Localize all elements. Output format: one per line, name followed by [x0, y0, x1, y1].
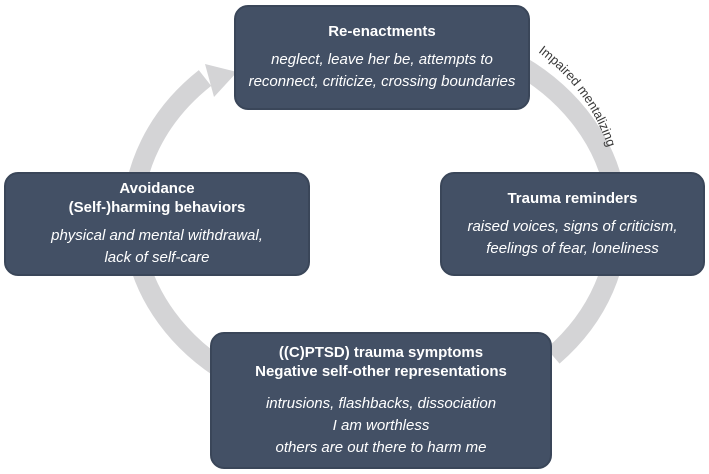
node-title: Negative self-other representations [255, 362, 507, 380]
node-title: Avoidance [119, 180, 195, 197]
node-detail: I am worthless [332, 416, 430, 434]
node-reenactments: Re-enactments neglect, leave her be, att… [234, 5, 530, 110]
node-detail: physical and mental withdrawal, [51, 227, 263, 244]
node-title: (Self-)harming behaviors [68, 199, 246, 216]
node-detail: raised voices, signs of criticism, [467, 217, 678, 235]
node-title: Re-enactments [328, 23, 436, 40]
node-detail: others are out there to harm me [275, 438, 487, 456]
node-detail: reconnect, criticize, crossing boundarie… [248, 73, 516, 90]
node-title: ((C)PTSD) trauma symptoms [278, 343, 484, 361]
node-detail: lack of self-care [104, 249, 210, 266]
node-detail: feelings of fear, loneliness [486, 239, 659, 257]
node-title: Trauma reminders [507, 189, 638, 207]
node-detail: neglect, leave her be, attempts to [271, 51, 493, 68]
node-avoidance: Avoidance (Self-)harming behaviors physi… [4, 172, 310, 276]
node-trauma-symptoms: ((C)PTSD) trauma symptoms Negative self-… [210, 332, 552, 469]
node-detail: intrusions, flashbacks, dissociation [265, 394, 497, 412]
node-trauma-reminders: Trauma reminders raised voices, signs of… [440, 172, 705, 276]
cycle-arrowhead [205, 64, 237, 97]
